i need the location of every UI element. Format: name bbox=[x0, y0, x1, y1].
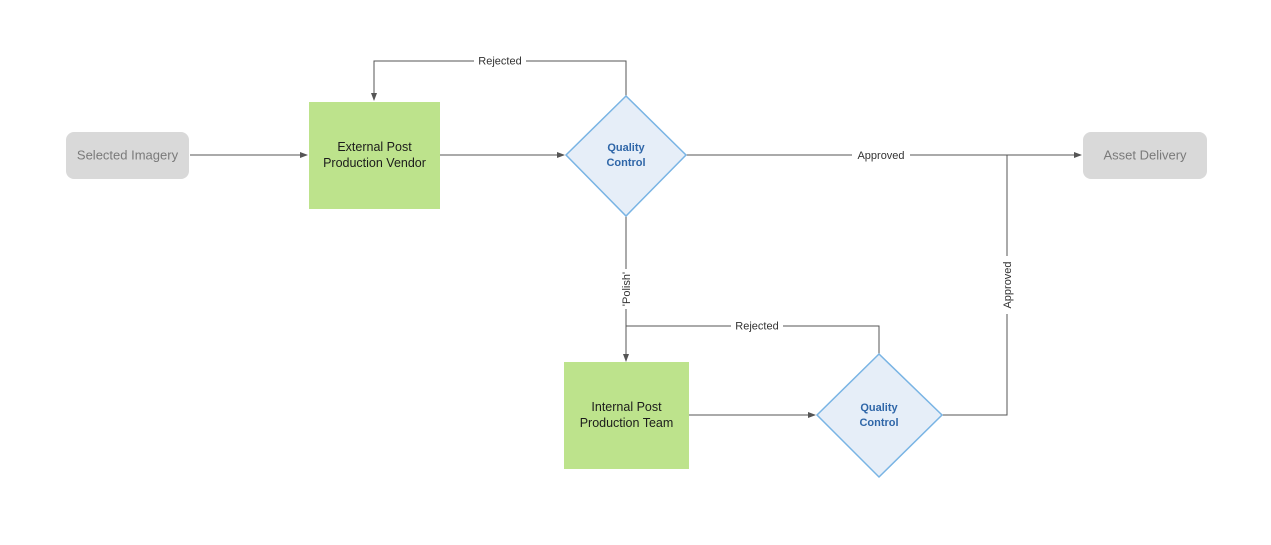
label-rejected-bottom: Rejected bbox=[731, 318, 783, 333]
qc1-label-line1: Quality bbox=[607, 142, 645, 154]
approved-vertical-text: Approved bbox=[1002, 261, 1014, 308]
edge-labels: Rejected Approved 'Polish' Rejected Appr… bbox=[474, 53, 1014, 333]
qc1-label-line2: Control bbox=[606, 157, 645, 169]
node-quality-control-2[interactable]: Quality Control bbox=[815, 352, 944, 479]
node-external-vendor[interactable]: External Post Production Vendor bbox=[309, 102, 440, 209]
edge-qc2-approved bbox=[942, 155, 1008, 416]
qc2-label-line2: Control bbox=[859, 417, 898, 429]
asset-delivery-label: Asset Delivery bbox=[1103, 148, 1187, 163]
external-vendor-label-line2: Production Vendor bbox=[323, 156, 426, 170]
label-approved-vertical: Approved bbox=[999, 256, 1014, 314]
node-internal-team[interactable]: Internal Post Production Team bbox=[564, 362, 689, 469]
approved-main-text: Approved bbox=[857, 150, 904, 162]
rejected-top-text: Rejected bbox=[478, 56, 521, 68]
label-polish: 'Polish' bbox=[618, 269, 633, 309]
label-rejected-top: Rejected bbox=[474, 53, 526, 68]
qc2-label-line1: Quality bbox=[860, 402, 898, 414]
rejected-bottom-text: Rejected bbox=[735, 321, 778, 333]
node-selected-imagery[interactable]: Selected Imagery bbox=[66, 132, 189, 179]
polish-text: 'Polish' bbox=[621, 272, 633, 306]
edge-qc2-rejected bbox=[626, 325, 880, 354]
node-asset-delivery[interactable]: Asset Delivery bbox=[1083, 132, 1207, 179]
label-approved-main: Approved bbox=[852, 148, 910, 163]
internal-team-label-line1: Internal Post bbox=[591, 400, 662, 414]
node-quality-control-1[interactable]: Quality Control bbox=[564, 94, 688, 218]
internal-team-label-line2: Production Team bbox=[580, 416, 674, 430]
selected-imagery-label: Selected Imagery bbox=[77, 148, 179, 163]
external-vendor-label-line1: External Post bbox=[337, 140, 412, 154]
